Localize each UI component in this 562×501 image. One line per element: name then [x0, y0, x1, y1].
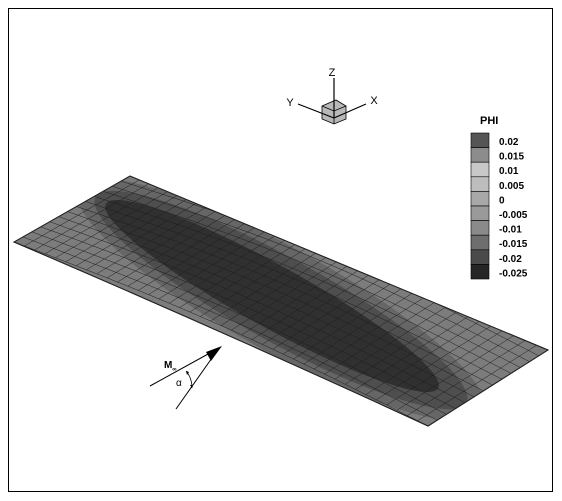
- mesh-line-chordwise: [407, 338, 528, 416]
- surface-plate: [12, 175, 550, 427]
- surface-mesh: [14, 176, 548, 426]
- y-axis-line: [297, 103, 335, 119]
- mesh-line-spanwise: [49, 221, 466, 403]
- legend-level-label: 0.005: [499, 181, 524, 192]
- legend-level-label: -0.01: [499, 225, 522, 236]
- mesh-line-spanwise: [58, 216, 475, 398]
- legend-swatch: [470, 132, 490, 148]
- mesh-line-chordwise: [293, 281, 413, 360]
- mesh-line-chordwise: [210, 244, 329, 322]
- mesh-line-chordwise: [75, 195, 193, 267]
- mesh-line-chordwise: [365, 317, 486, 395]
- legend-swatch: [470, 147, 490, 163]
- mesh-line-chordwise: [148, 220, 267, 295]
- mesh-line-chordwise: [396, 333, 517, 411]
- svg-text:M∞: M∞: [164, 360, 177, 373]
- mesh-line-spanwise: [14, 241, 429, 426]
- mesh-line-spanwise: [40, 226, 456, 409]
- mesh-line-chordwise: [313, 291, 434, 370]
- mesh-line-chordwise: [324, 296, 444, 375]
- legend-swatch: [470, 249, 490, 265]
- mesh-line-chordwise: [55, 188, 172, 259]
- mesh-line-chordwise: [386, 328, 507, 406]
- legend-swatch: [470, 234, 490, 251]
- legend-level-label: 0.015: [499, 152, 524, 163]
- contour-bands: [76, 178, 486, 422]
- mesh-line-chordwise: [169, 228, 287, 304]
- contour-band-core: [105, 199, 439, 393]
- mesh-line-chordwise: [200, 240, 319, 317]
- legend-level-label: -0.02: [499, 254, 522, 265]
- mesh-line-spanwise: [103, 190, 521, 368]
- mesh-line-chordwise: [96, 202, 214, 275]
- legend-swatch: [470, 161, 490, 178]
- axis-triad: Z Y X: [286, 67, 378, 125]
- mesh-line-chordwise: [86, 198, 204, 271]
- legend-level-label: 0.02: [499, 137, 519, 148]
- mesh-line-chordwise: [138, 216, 256, 291]
- mesh-line-chordwise: [282, 276, 402, 355]
- y-axis-label: Y: [286, 97, 294, 109]
- legend-level-label: -0.025: [499, 268, 528, 279]
- legend-swatch: [470, 220, 490, 236]
- alpha-label: α: [176, 378, 182, 389]
- mesh-line-chordwise: [345, 306, 465, 385]
- mesh-line-chordwise: [355, 311, 475, 390]
- mesh-line-chordwise: [220, 248, 340, 326]
- mesh-line-chordwise: [44, 185, 162, 255]
- mesh-line-spanwise: [76, 206, 493, 386]
- legend-level-label: 0.01: [499, 166, 519, 177]
- mesh-line-chordwise: [241, 257, 361, 336]
- z-axis-label: Z: [329, 67, 336, 79]
- mesh-line-chordwise: [334, 301, 455, 380]
- mesh-line-spanwise: [67, 211, 484, 392]
- legend-swatch: [470, 205, 490, 221]
- legend-labels: 0.02 0.015 0.01 0.005 0 -0.005 -0.01 -0.015 -0.0…: [499, 137, 528, 279]
- mesh-line-chordwise: [127, 212, 246, 287]
- mach-subscript: ∞: [172, 367, 176, 373]
- legend-swatch: [470, 176, 490, 192]
- legend-level-label: -0.005: [499, 210, 528, 221]
- arrow-head-icon: [206, 346, 222, 361]
- mesh-line-spanwise: [22, 236, 438, 421]
- mesh-line-chordwise: [417, 344, 538, 421]
- legend-swatch: [470, 264, 490, 280]
- legend-level-label: -0.015: [499, 239, 528, 250]
- mach-label: M: [164, 360, 172, 371]
- mesh-line-chordwise: [34, 182, 152, 251]
- x-axis-label: X: [370, 95, 378, 107]
- mesh-line-spanwise: [112, 185, 530, 362]
- mesh-line-spanwise: [94, 196, 512, 374]
- mesh-line-chordwise: [303, 286, 423, 365]
- mesh-line-chordwise: [251, 262, 371, 340]
- mesh-line-chordwise: [376, 322, 496, 401]
- legend-title: PHI: [480, 115, 498, 127]
- phi-legend: PHI 0.02 0.015 0.01 0.005 0 -0.005 -0.01 -0.015…: [470, 115, 528, 280]
- legend-swatch: [470, 191, 490, 207]
- mesh-line-chordwise: [262, 266, 381, 345]
- mesh-line-chordwise: [107, 205, 225, 279]
- mesh-line-chordwise: [272, 271, 392, 350]
- legend-level-label: 0: [499, 195, 505, 206]
- plate-outline: [12, 175, 550, 427]
- reference-line: [175, 347, 220, 410]
- mesh-line-chordwise: [158, 224, 277, 300]
- mesh-line-chordwise: [179, 232, 298, 308]
- mesh-line-chordwise: [231, 253, 350, 331]
- mesh-line-chordwise: [189, 236, 308, 313]
- x-axis-line: [333, 103, 367, 119]
- mesh-line-chordwise: [65, 192, 183, 263]
- mesh-line-spanwise: [85, 201, 502, 380]
- mesh-line-chordwise: [24, 179, 141, 247]
- legend-swatches: [470, 132, 490, 280]
- mesh-line-spanwise: [31, 231, 447, 415]
- freestream-indicator: M∞ α: [149, 346, 222, 410]
- mesh-line-chordwise: [117, 209, 235, 283]
